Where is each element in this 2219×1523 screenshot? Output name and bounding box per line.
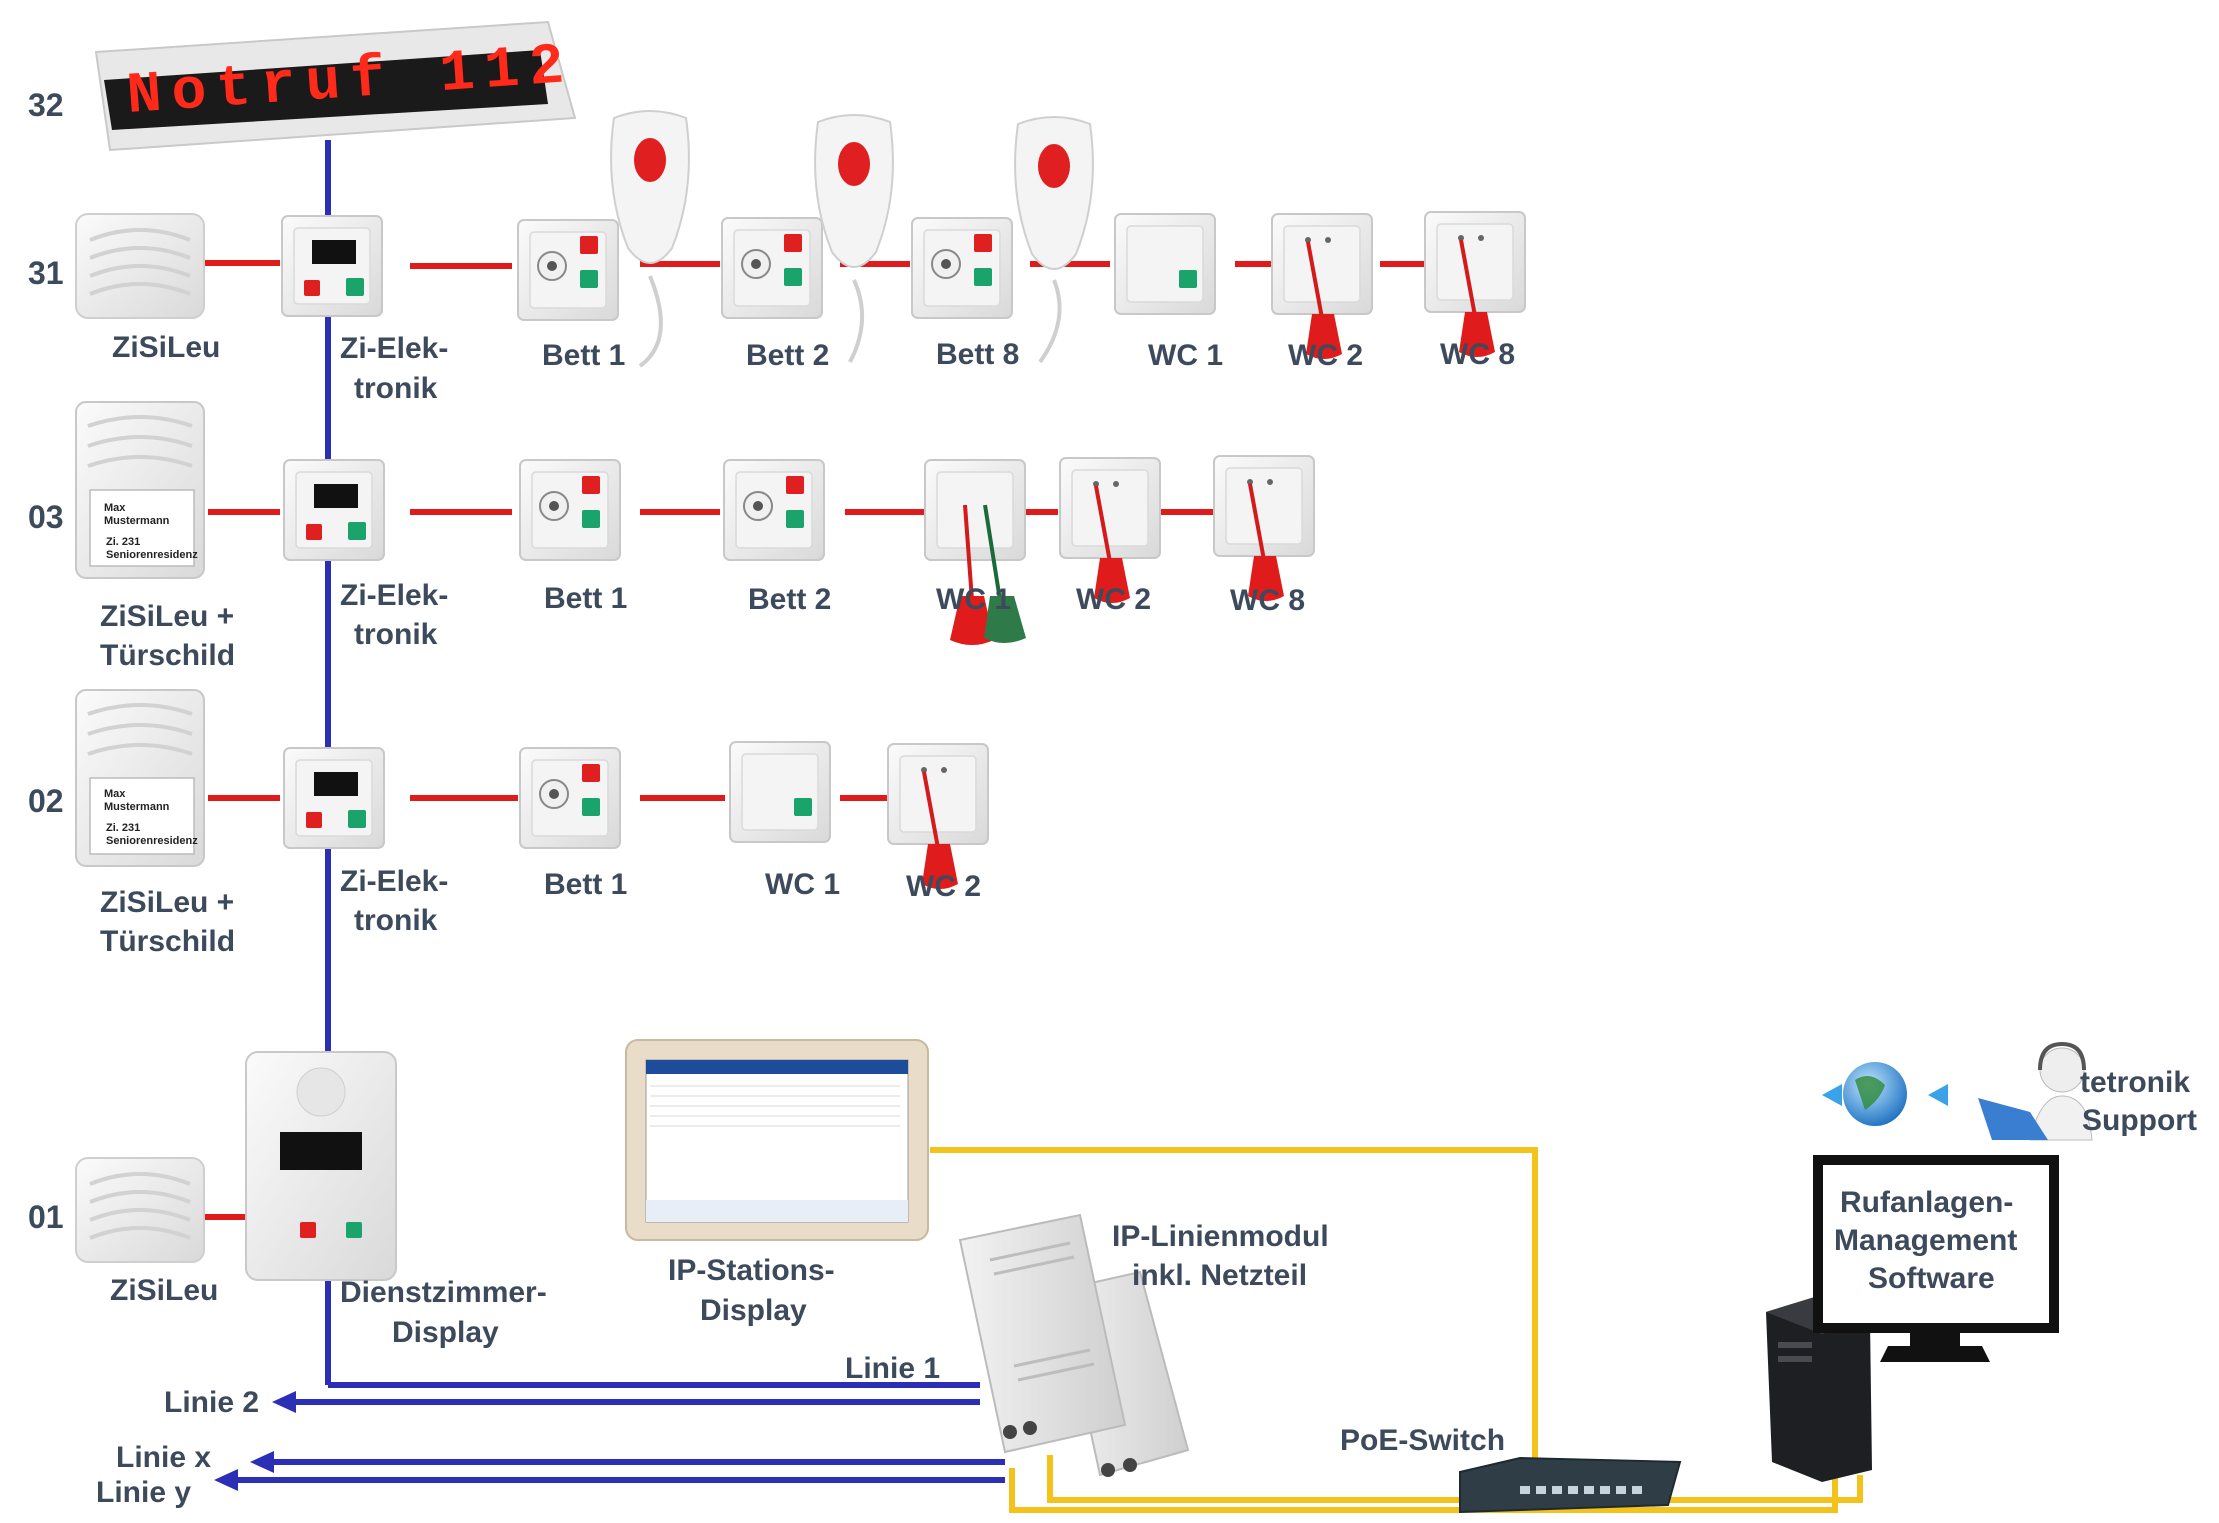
bett-1-03-label: Bett 1 [544, 582, 627, 615]
handset-8-31 [1014, 116, 1094, 270]
wc-8-31-label: WC 8 [1440, 338, 1515, 371]
zisileu-31 [74, 212, 206, 320]
bett-2-31 [722, 218, 822, 318]
dienstzimmer-label-1: Dienstzimmer- [340, 1276, 547, 1309]
ip-linienmodul [958, 1213, 1190, 1477]
doorsign-02-place: Seniorenresidenz [106, 835, 198, 847]
doorsign-03-room: Zi. 231 [106, 536, 140, 548]
bett-1-02-label: Bett 1 [544, 868, 627, 901]
bett-8-31 [912, 218, 1012, 318]
wc-1-03 [924, 459, 1026, 645]
row-label-31: 31 [28, 255, 64, 291]
wc-2-02 [888, 744, 988, 889]
ip-stations-display [625, 1039, 929, 1241]
ip-stations-label-2: Display [700, 1294, 807, 1327]
wc-1-03-label: WC 1 [936, 583, 1011, 616]
bett-1-03 [520, 460, 620, 560]
wc-1-31-label: WC 1 [1148, 339, 1223, 372]
zi-elektronik-03-label-1: Zi-Elek- [340, 579, 448, 612]
line-x-arrowhead [250, 1451, 274, 1473]
zi-elektronik-02 [284, 748, 384, 848]
poe-switch [1459, 1456, 1682, 1514]
support-label-2: Support [2082, 1104, 2197, 1137]
rms-label-3: Software [1868, 1262, 1995, 1295]
row-31-bus [205, 260, 1425, 269]
dienstzimmer-display [245, 1051, 397, 1281]
ip-stations-label-1: IP-Stations- [668, 1254, 835, 1287]
wc-2-03 [1060, 458, 1160, 603]
wc-2-31 [1272, 214, 1372, 359]
rms-label-1: Rufanlagen- [1840, 1186, 2013, 1219]
support-label-1: tetronik [2080, 1066, 2190, 1099]
handset-1-31 [610, 110, 690, 264]
doorsign-03-name2: Mustermann [104, 515, 170, 527]
handset-cable-1 [638, 275, 663, 368]
doorsign-03-place: Seniorenresidenz [106, 549, 198, 561]
support-agent-icon [1978, 1041, 2093, 1141]
globe-icon [1822, 1062, 1948, 1126]
zisileu-01 [74, 1156, 206, 1264]
wc-1-31 [1115, 214, 1215, 314]
row-label-01: 01 [28, 1199, 64, 1235]
dienstzimmer-label-2: Display [392, 1316, 499, 1349]
wc-2-31-label: WC 2 [1288, 339, 1363, 372]
wc-1-02-label: WC 1 [765, 868, 840, 901]
doorsign-02-name1: Max [104, 788, 126, 800]
bett-8-31-label: Bett 8 [936, 338, 1019, 371]
zi-elektronik-02-label-2: tronik [354, 904, 438, 937]
zisileu-31-label: ZiSiLeu [112, 331, 220, 364]
ip-linienmodul-label-1: IP-Linienmodul [1112, 1220, 1329, 1253]
zi-elektronik-03 [284, 460, 384, 560]
handset-cable-8 [1038, 279, 1062, 364]
doorsign-02-name2: Mustermann [104, 801, 170, 813]
row-label-03: 03 [28, 499, 64, 535]
line-2-label: Linie 2 [164, 1386, 259, 1419]
bett-2-03 [724, 460, 824, 560]
doorsign-03-name1: Max [104, 502, 126, 514]
zisileu-turschild-02-label-1: ZiSiLeu + [100, 886, 234, 919]
line-y-arrowhead [214, 1469, 238, 1491]
rms-label-2: Management [1834, 1224, 2017, 1257]
wc-2-02-label: WC 2 [906, 870, 981, 903]
zi-elektronik-03-label-2: tronik [354, 618, 438, 651]
zisileu-01-label: ZiSiLeu [110, 1274, 218, 1307]
zi-elektronik-02-label-1: Zi-Elek- [340, 865, 448, 898]
zisileu-turschild-03-label-1: ZiSiLeu + [100, 600, 234, 633]
led-sign: Notruf 112 [94, 20, 577, 152]
bett-2-03-label: Bett 2 [748, 583, 831, 616]
wc-8-03 [1214, 456, 1314, 601]
wc-2-03-label: WC 2 [1076, 583, 1151, 616]
row-label-32: 32 [28, 87, 64, 123]
line-y-label: Linie y [96, 1476, 191, 1509]
zi-elektronik-31-label-1: Zi-Elek- [340, 332, 448, 365]
handset-2-31 [814, 114, 894, 268]
zisileu-turschild-02-label-2: Türschild [100, 925, 235, 958]
line-1-label: Linie 1 [845, 1352, 940, 1385]
zi-elektronik-31 [282, 216, 382, 316]
bett-2-31-label: Bett 2 [746, 339, 829, 372]
line-x-label: Linie x [116, 1441, 211, 1474]
doorsign-02-room: Zi. 231 [106, 822, 140, 834]
zisileu-turschild-03-label-2: Türschild [100, 639, 235, 672]
wc-1-02 [730, 742, 830, 842]
wc-8-31 [1425, 212, 1525, 357]
ip-linienmodul-label-2: inkl. Netzteil [1132, 1259, 1307, 1292]
handset-cable-2 [848, 279, 864, 363]
poe-switch-label: PoE-Switch [1340, 1424, 1505, 1457]
row-label-02: 02 [28, 783, 64, 819]
wc-8-03-label: WC 8 [1230, 584, 1305, 617]
zi-elektronik-31-label-2: tronik [354, 372, 438, 405]
line-2-arrowhead [272, 1391, 296, 1413]
bett-1-31 [518, 220, 618, 320]
bett-1-31-label: Bett 1 [542, 339, 625, 372]
monitor [1813, 1155, 2059, 1362]
bett-1-02 [520, 748, 620, 848]
